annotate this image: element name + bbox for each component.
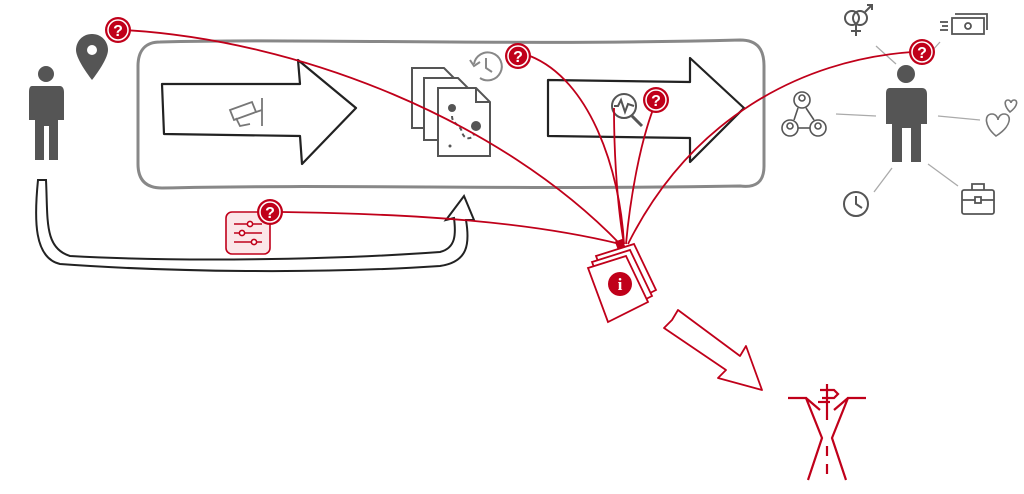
question-badge[interactable]: ? — [257, 199, 283, 225]
question-glyph: ? — [651, 93, 661, 110]
decision-arrow — [663, 309, 763, 391]
process-frame — [136, 38, 766, 190]
sliders-icon — [225, 211, 271, 255]
question-glyph: ? — [513, 49, 523, 66]
person-icon — [886, 65, 927, 162]
location-pin-icon — [76, 34, 108, 80]
question-glyph: ? — [265, 205, 275, 222]
right-flow-arrow — [546, 56, 746, 164]
question-badge[interactable]: ? — [909, 39, 935, 65]
clock-icon — [843, 191, 869, 217]
connection-lines — [123, 29, 913, 245]
person-icon — [29, 66, 64, 160]
briefcase-icon — [961, 183, 995, 215]
question-badge[interactable]: ? — [105, 17, 131, 43]
question-badge[interactable]: ? — [505, 43, 531, 69]
question-glyph: ? — [917, 45, 927, 62]
gender-icon — [844, 4, 873, 36]
info-cards-icon: i — [586, 238, 658, 324]
document-map-icon — [411, 67, 491, 157]
clock-history-icon — [469, 51, 503, 82]
network-people-icon — [781, 91, 827, 137]
money-icon — [940, 13, 988, 35]
heart-icon — [985, 99, 1018, 137]
camera-icon — [228, 98, 263, 128]
info-glyph: i — [618, 275, 623, 294]
question-badge[interactable]: ? — [643, 87, 669, 113]
analytics-magnifier-icon — [611, 93, 644, 128]
left-flow-arrow — [160, 58, 358, 166]
question-glyph: ? — [113, 23, 123, 40]
crossroads-signpost-icon — [788, 384, 866, 481]
